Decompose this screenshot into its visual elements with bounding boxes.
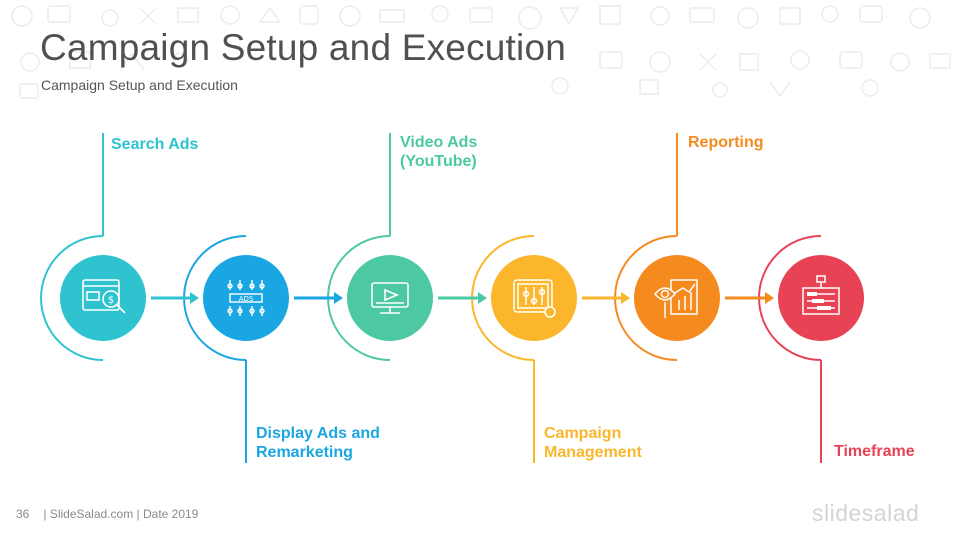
step-label-line: Display Ads and bbox=[256, 425, 380, 442]
footer-text: | SlideSalad.com | Date 2019 bbox=[43, 507, 199, 521]
step-5 bbox=[614, 133, 720, 361]
step-circle bbox=[634, 255, 720, 341]
step-label-line: Management bbox=[544, 444, 642, 461]
step-arc bbox=[40, 235, 104, 361]
step-label-line: (YouTube) bbox=[400, 153, 477, 170]
step-label-line: Video Ads bbox=[400, 134, 478, 151]
step-circle bbox=[778, 255, 864, 341]
flow-arrow bbox=[294, 292, 343, 304]
step-label-1: Search Ads bbox=[111, 135, 198, 154]
page-number: 36 bbox=[16, 507, 30, 521]
step-label-line: Timeframe bbox=[834, 443, 915, 460]
step-label-line: Remarketing bbox=[256, 444, 353, 461]
step-2: ADS bbox=[183, 235, 289, 463]
step-6 bbox=[758, 235, 864, 463]
flow-arrow bbox=[151, 292, 199, 304]
ads-banner-icon: ADS bbox=[227, 280, 265, 316]
brand-logo: slidesalad bbox=[812, 500, 920, 526]
step-circle bbox=[203, 255, 289, 341]
gantt-timeline-icon bbox=[802, 275, 840, 315]
search-ad-monitor-icon: $ bbox=[82, 279, 126, 314]
svg-text:$: $ bbox=[108, 295, 114, 306]
step-label-5: Reporting bbox=[688, 133, 764, 152]
flow-arrow bbox=[438, 292, 487, 304]
step-label-line: Campaign bbox=[544, 425, 622, 442]
footer: 36 | SlideSalad.com | Date 2019 bbox=[16, 507, 198, 521]
slide-subtitle: Campaign Setup and Execution bbox=[41, 77, 238, 93]
step-3 bbox=[327, 133, 433, 361]
step-1: $ bbox=[40, 133, 146, 361]
background-pattern bbox=[11, 5, 951, 99]
svg-text:ADS: ADS bbox=[239, 295, 254, 303]
flow-arrow bbox=[725, 292, 774, 304]
slide-title: Campaign Setup and Execution bbox=[40, 27, 567, 68]
video-monitor-icon bbox=[371, 282, 409, 314]
step-label-3: Video Ads (YouTube) bbox=[400, 133, 477, 171]
step-label-6: Timeframe bbox=[834, 442, 915, 461]
step-label-line: Reporting bbox=[688, 134, 764, 151]
eye-report-chart-icon bbox=[654, 279, 698, 318]
control-panel-icon bbox=[513, 279, 556, 318]
step-label-line: Search Ads bbox=[111, 136, 199, 153]
flow-arrow bbox=[582, 292, 630, 304]
